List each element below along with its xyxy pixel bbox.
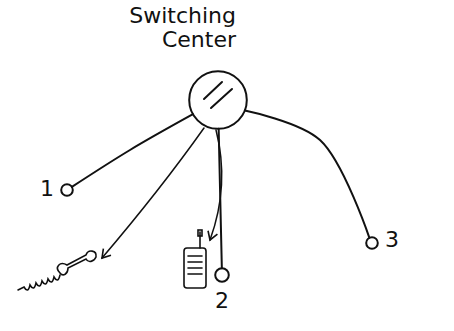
circle-shape — [189, 71, 247, 129]
circle-outline — [214, 267, 230, 283]
call-arrow — [102, 128, 204, 258]
circle-outline — [60, 183, 74, 197]
circle-shape — [215, 268, 229, 282]
callout-number: 1 — [36, 177, 54, 201]
telephone-handset — [18, 251, 96, 290]
callout-number: 3 — [385, 228, 409, 252]
center-heading: Switching Center — [86, 4, 236, 52]
connector-line — [245, 111, 370, 238]
station-circle: 3 — [365, 236, 379, 250]
cell-phone — [184, 230, 206, 288]
switch-mark — [204, 82, 222, 99]
circle-shape — [61, 184, 73, 196]
circle-outline — [365, 236, 379, 250]
station-circle: Switching Center — [188, 70, 248, 130]
callout-number: 2 — [210, 289, 234, 313]
station-circle: 2 — [214, 267, 230, 283]
circle-shape — [366, 237, 378, 249]
connector-line — [219, 129, 222, 268]
connector-line — [72, 114, 193, 187]
circle-outline — [188, 70, 248, 130]
station-circle: 1 — [60, 183, 74, 197]
switch-mark — [211, 89, 232, 108]
